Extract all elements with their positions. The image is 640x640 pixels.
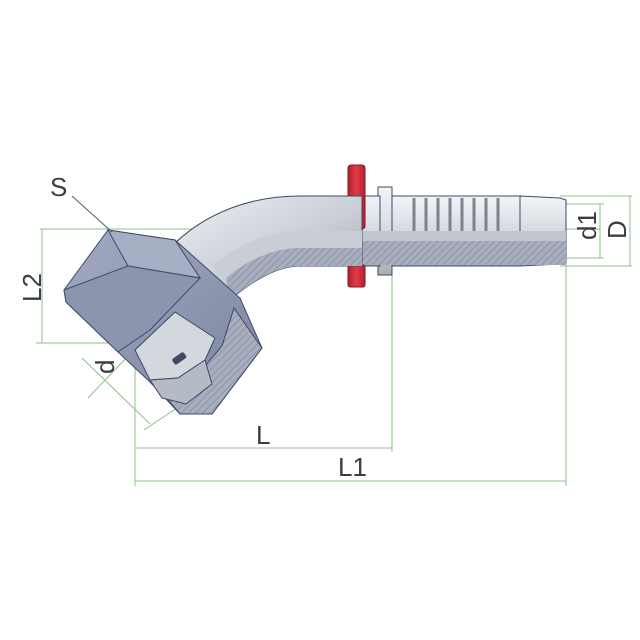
thread-d-ext-2 — [143, 405, 181, 431]
labels: S L2 d L L1 d1 D — [17, 172, 632, 482]
nut-thread — [149, 359, 213, 405]
label-s: S — [50, 172, 67, 202]
red-ring-bottom — [347, 264, 366, 288]
s-leader-line — [71, 195, 113, 233]
bore-section — [300, 231, 566, 241]
label-d1: d1 — [572, 211, 602, 240]
label-outer-d: D — [602, 220, 632, 239]
bend-hatched-section — [226, 248, 362, 300]
label-d-thread: d — [90, 360, 120, 374]
bend-bore — [212, 231, 362, 278]
thread-d-dimension-line — [81, 357, 151, 425]
nut-slot — [172, 352, 187, 365]
bent-tube — [169, 195, 363, 301]
nut-facet-front — [63, 265, 202, 353]
label-l2: L2 — [17, 273, 47, 302]
label-l: L — [256, 420, 270, 450]
swivel-nut — [63, 229, 263, 415]
label-l1: L1 — [338, 452, 367, 482]
thread-d-ext-1 — [87, 355, 129, 399]
